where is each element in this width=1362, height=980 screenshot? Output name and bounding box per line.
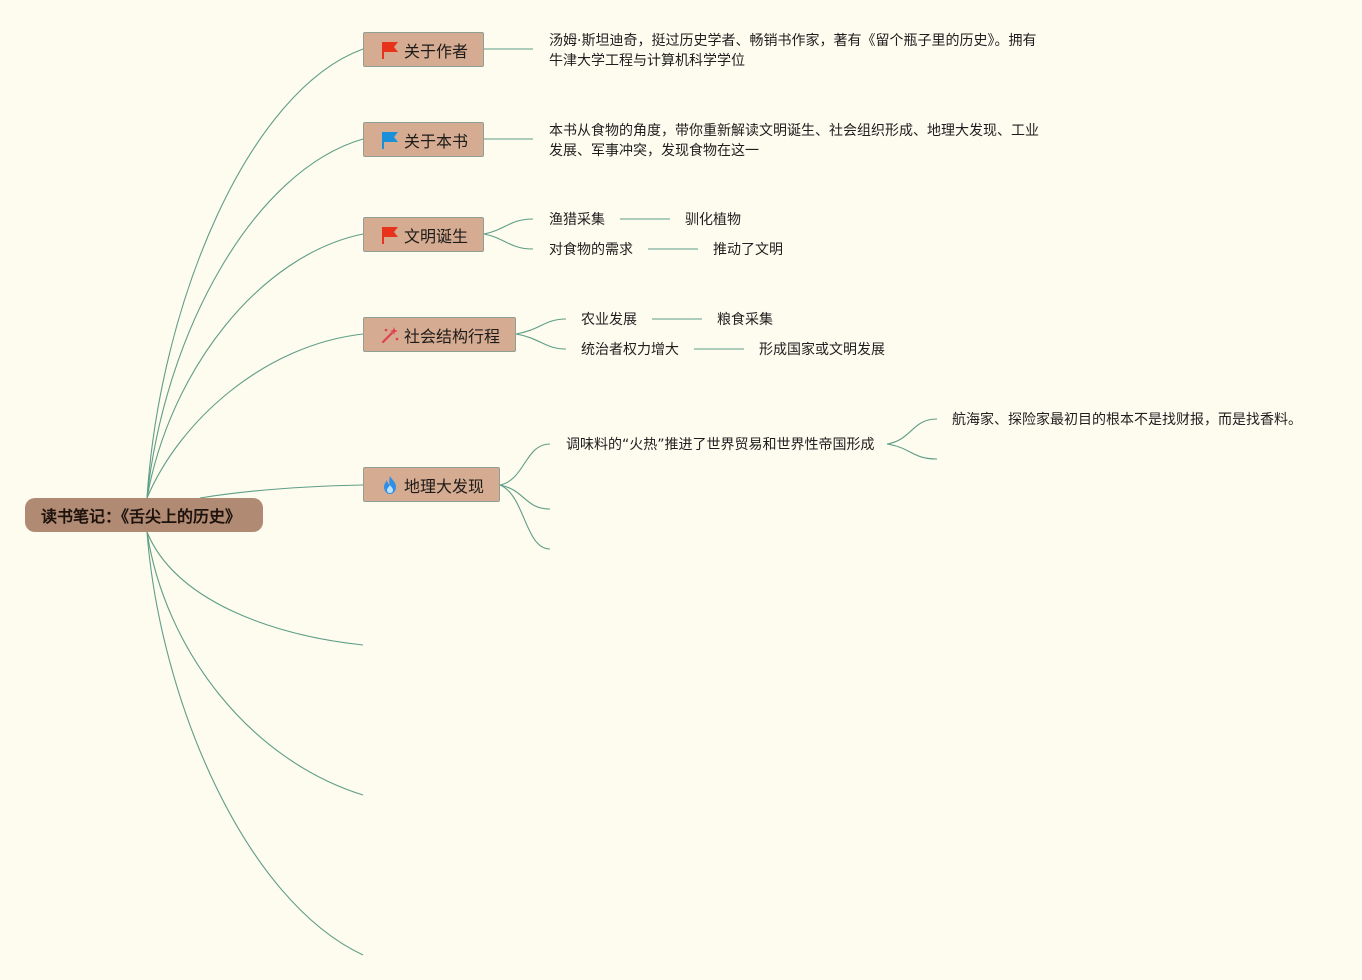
- book-note[interactable]: 本书从食物的角度，带你重新解读文明诞生、社会组织形成、地理大发现、工业 发展、军…: [549, 121, 1049, 161]
- soc-subtopic-1[interactable]: 农业发展: [581, 312, 637, 328]
- edge-root-geography: [199, 484, 364, 499]
- book-note-line-1: 本书从食物的角度，带你重新解读文明诞生、社会组织形成、地理大发现、工业: [549, 123, 1039, 139]
- topic-author-label: 关于作者: [404, 41, 469, 61]
- edge-soc-2: [515, 333, 567, 350]
- edge-geo-3: [499, 484, 551, 550]
- edge-soc-1: [515, 318, 567, 335]
- edge-geo-1: [499, 443, 551, 486]
- topic-author[interactable]: 关于作者: [363, 32, 484, 67]
- magic-wand-icon: [381, 326, 399, 343]
- edge-root-book: [146, 138, 364, 499]
- edge-geo-2: [499, 484, 551, 510]
- soc-subtopic-2-child[interactable]: 形成国家或文明发展: [759, 342, 885, 358]
- root-topic-label: 读书笔记：《舌尖上的历史》: [41, 507, 242, 526]
- blue-flag-icon: [382, 131, 398, 149]
- geo-subtopic-1-child[interactable]: 航海家、探险家最初目的根本不是找财报，而是找香料。: [952, 412, 1302, 428]
- edge-civ-2: [483, 233, 534, 250]
- book-note-line-2: 发展、军事冲突，发现食物在这一: [549, 143, 759, 159]
- edge-geo-1-child-2: [886, 443, 938, 460]
- edge-geo-1-child: [886, 418, 938, 445]
- civ-subtopic-1-child[interactable]: 驯化植物: [685, 212, 741, 228]
- edge-root-empty-2: [146, 531, 364, 796]
- topic-society[interactable]: 社会结构行程: [363, 317, 516, 352]
- edge-root-empty-3: [146, 531, 364, 956]
- geo-subtopic-1[interactable]: 调味料的“火热”推进了世界贸易和世界性帝国形成: [566, 437, 875, 453]
- topic-society-label: 社会结构行程: [404, 326, 501, 346]
- author-note-line-2: 牛津大学工程与计算机科学学位: [549, 53, 745, 69]
- edge-root-empty-1: [146, 531, 364, 646]
- topic-geography[interactable]: 地理大发现: [363, 467, 500, 502]
- civ-subtopic-2-child[interactable]: 推动了文明: [713, 242, 783, 258]
- edge-civ-1: [483, 218, 534, 235]
- soc-subtopic-1-child[interactable]: 粮食采集: [717, 312, 773, 328]
- soc-subtopic-2[interactable]: 统治者权力增大: [581, 342, 679, 358]
- root-topic[interactable]: 读书笔记：《舌尖上的历史》: [25, 498, 263, 532]
- edge-root-civilization: [146, 233, 364, 499]
- red-flag-icon: [382, 41, 398, 59]
- edge-root-author: [146, 48, 364, 499]
- edge-root-society: [146, 333, 364, 499]
- civ-subtopic-1[interactable]: 渔猎采集: [549, 212, 605, 228]
- topic-book[interactable]: 关于本书: [363, 122, 484, 157]
- author-note-line-1: 汤姆·斯坦迪奇，挺过历史学者、畅销书作家，著有《留个瓶子里的历史》。拥有: [549, 33, 1037, 49]
- topic-civilization[interactable]: 文明诞生: [363, 217, 484, 252]
- author-note[interactable]: 汤姆·斯坦迪奇，挺过历史学者、畅销书作家，著有《留个瓶子里的历史》。拥有 牛津大…: [549, 31, 1049, 71]
- topic-geography-label: 地理大发现: [404, 476, 485, 496]
- red-flag-icon: [382, 226, 398, 244]
- topic-civilization-label: 文明诞生: [404, 226, 469, 246]
- fire-icon: [384, 475, 396, 494]
- civ-subtopic-2[interactable]: 对食物的需求: [549, 242, 633, 258]
- topic-book-label: 关于本书: [404, 131, 469, 151]
